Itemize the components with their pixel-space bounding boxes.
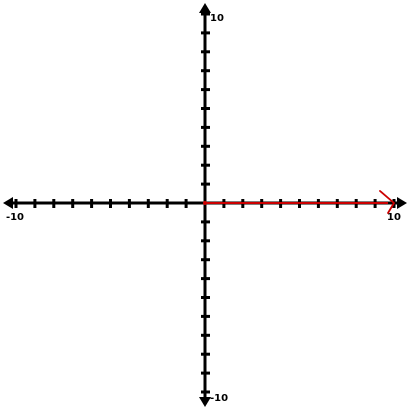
x-axis-right-arrow xyxy=(397,197,407,209)
y-axis-max-label: 10 xyxy=(210,13,224,24)
y-axis-bottom-arrow xyxy=(199,397,211,407)
plotted-series xyxy=(203,190,395,214)
y-axis-top-arrow xyxy=(199,3,211,13)
ray-arrowhead xyxy=(379,190,395,214)
ray-origin-point xyxy=(203,201,207,205)
x-axis-min-label: -10 xyxy=(6,212,24,223)
x-axis-max-label: 10 xyxy=(387,212,401,223)
y-axis-min-label: -10 xyxy=(210,393,228,404)
axis-tick-labels: -10 10 10 -10 xyxy=(6,13,401,404)
x-axis-left-arrow xyxy=(3,197,13,209)
